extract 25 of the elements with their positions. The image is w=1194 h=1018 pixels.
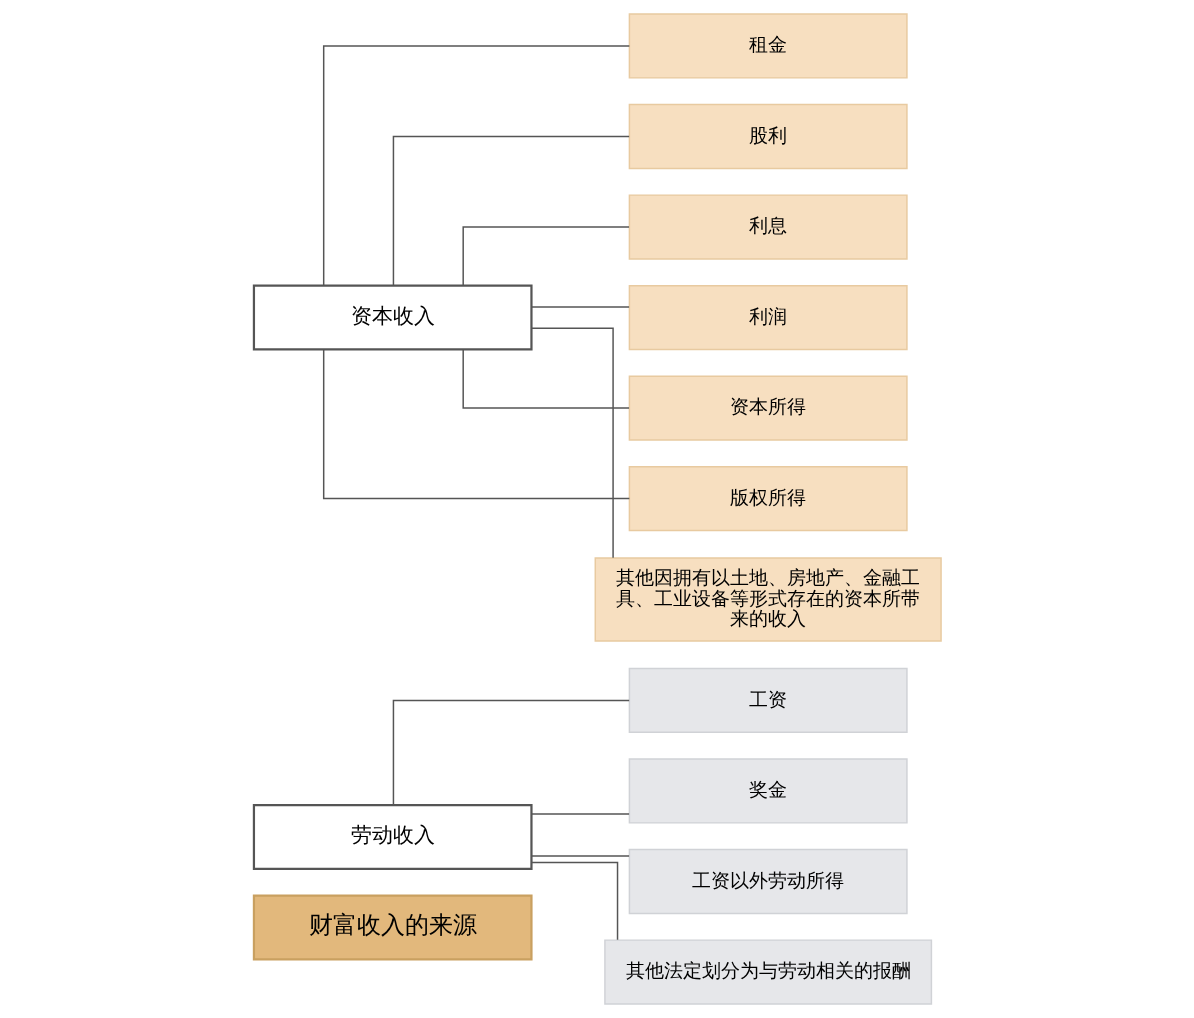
connector bbox=[530, 855, 630, 857]
connector bbox=[530, 861, 618, 941]
connector bbox=[530, 327, 614, 559]
node-box: 利息 bbox=[628, 194, 908, 260]
node-box: 奖金 bbox=[628, 758, 908, 824]
node-box: 工资以外劳动所得 bbox=[628, 848, 908, 915]
connector bbox=[322, 45, 630, 287]
connector bbox=[461, 226, 630, 287]
node-box: 资本收入 bbox=[252, 284, 533, 351]
node-box: 股利 bbox=[628, 103, 908, 170]
connector bbox=[392, 135, 630, 287]
node-box: 利润 bbox=[628, 284, 908, 351]
connector bbox=[530, 813, 630, 815]
node-box: 其他法定划分为与劳动相关的报酬 bbox=[603, 939, 932, 1005]
connector bbox=[530, 306, 630, 308]
node-box: 劳动收入 bbox=[252, 803, 533, 870]
node-box: 租金 bbox=[628, 13, 908, 79]
node-box: 其他因拥有以土地、房地产、金融工具、工业设备等形式存在的资本所带来的收入 bbox=[594, 557, 942, 642]
connector bbox=[461, 349, 630, 409]
connector bbox=[392, 699, 630, 806]
node-box: 财富收入的来源 bbox=[252, 894, 533, 961]
node-box: 工资 bbox=[628, 667, 908, 734]
connector bbox=[322, 348, 630, 500]
node-box: 资本所得 bbox=[628, 375, 908, 441]
node-box: 版权所得 bbox=[628, 465, 908, 532]
